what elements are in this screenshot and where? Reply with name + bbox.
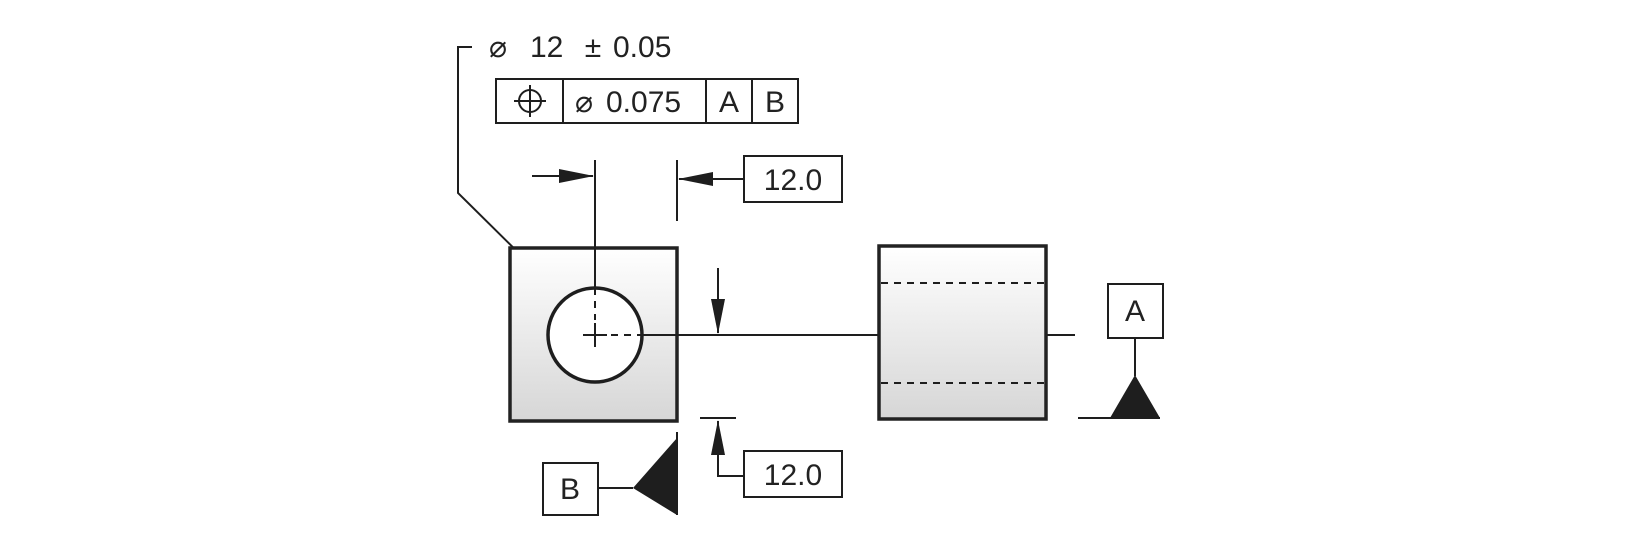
datum-a-label: A: [1125, 295, 1145, 328]
fcf-primary-datum: A: [719, 86, 739, 119]
datum-b-triangle: [633, 438, 677, 515]
basic-dimension-box: [743, 155, 843, 203]
diameter-symbol: ⌀: [489, 31, 507, 64]
callout-size: 12: [530, 31, 563, 64]
datum-a-triangle: [1110, 375, 1160, 418]
horizontal-basic-dimension: 12.0: [764, 164, 822, 197]
datum-a-box: [1107, 283, 1164, 339]
feature-control-frame: ⌀ 0.075 A B: [495, 78, 799, 124]
basic-dimension-box: [743, 450, 843, 498]
dimension-arrowhead: [711, 420, 725, 455]
vertical-dimension: 12.0: [643, 268, 1075, 498]
dimension-arrowhead: [711, 299, 725, 334]
fcf-secondary-datum: B: [765, 86, 785, 119]
vertical-basic-dimension: 12.0: [764, 459, 822, 492]
datum-b-label: B: [560, 473, 580, 506]
datum-b-box: [542, 462, 599, 516]
side-view: [877, 244, 1048, 421]
plus-minus-symbol: ±: [585, 31, 601, 64]
position-icon: [514, 85, 546, 117]
datum-a: A: [1078, 283, 1164, 419]
horizontal-dimension: 12.0: [532, 155, 843, 288]
datum-b: B: [542, 432, 678, 516]
fcf-tolerance: 0.075: [606, 86, 681, 119]
callout-tolerance: 0.05: [613, 31, 671, 64]
side-view-outline: [877, 244, 1048, 421]
callout-leader-line: [457, 46, 543, 277]
dimension-arrowhead: [678, 172, 713, 186]
fcf-diameter-symbol: ⌀: [575, 86, 593, 119]
dimension-arrowhead: [559, 169, 594, 183]
fcf-border: [495, 78, 799, 124]
